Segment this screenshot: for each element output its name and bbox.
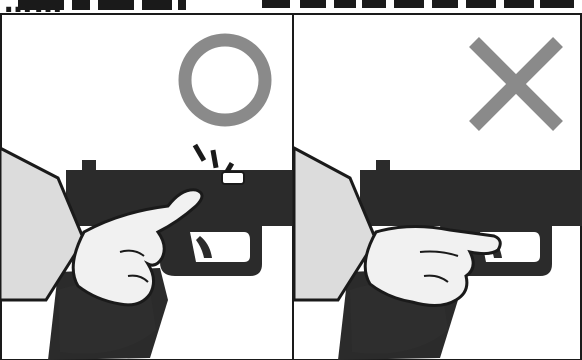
circle-mark-icon	[185, 40, 265, 120]
cross-mark-icon	[474, 42, 558, 126]
panel-correct	[0, 40, 293, 360]
header-glyph-fragments	[18, 0, 574, 10]
panel-incorrect	[294, 42, 582, 360]
